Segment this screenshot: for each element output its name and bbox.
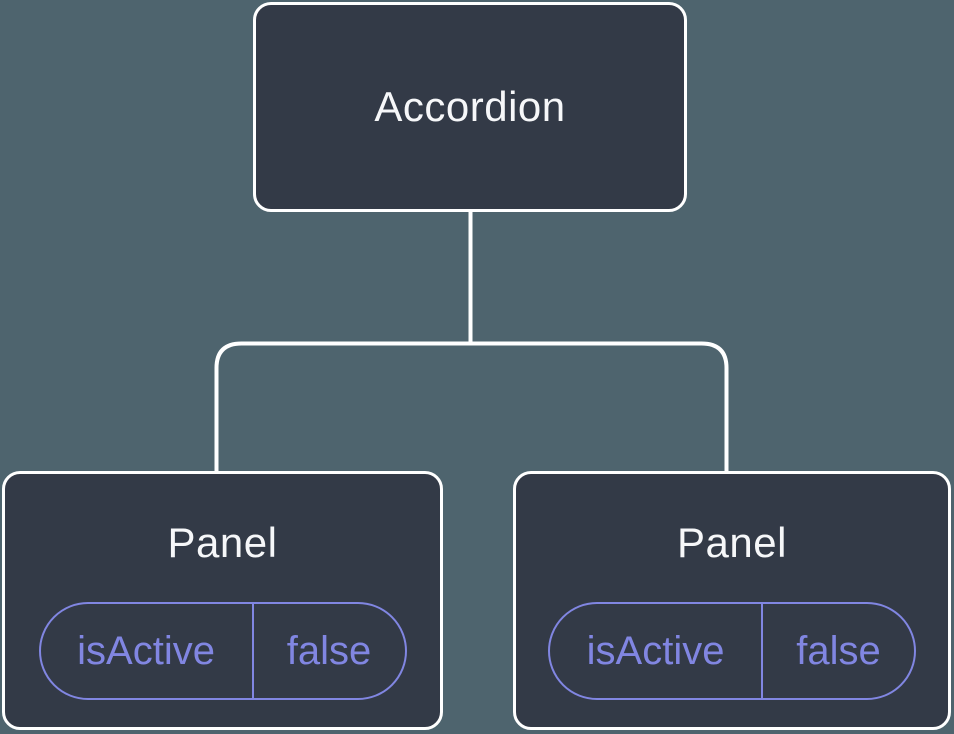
- connector-bracket-children: [214, 341, 729, 473]
- state-name: isActive: [41, 604, 254, 698]
- node-label: Panel: [167, 519, 278, 566]
- node-accordion: Accordion: [253, 2, 687, 212]
- node-label: Accordion: [374, 83, 566, 130]
- state-name: isActive: [550, 604, 764, 698]
- node-panel-2: Panel isActive false: [513, 471, 951, 730]
- node-label: Panel: [677, 519, 787, 566]
- state-pill: isActive false: [548, 602, 916, 700]
- state-value: false: [286, 629, 372, 673]
- node-panel-1: Panel isActive false: [2, 471, 443, 730]
- state-value: false: [796, 629, 881, 673]
- state-pill: isActive false: [38, 602, 407, 700]
